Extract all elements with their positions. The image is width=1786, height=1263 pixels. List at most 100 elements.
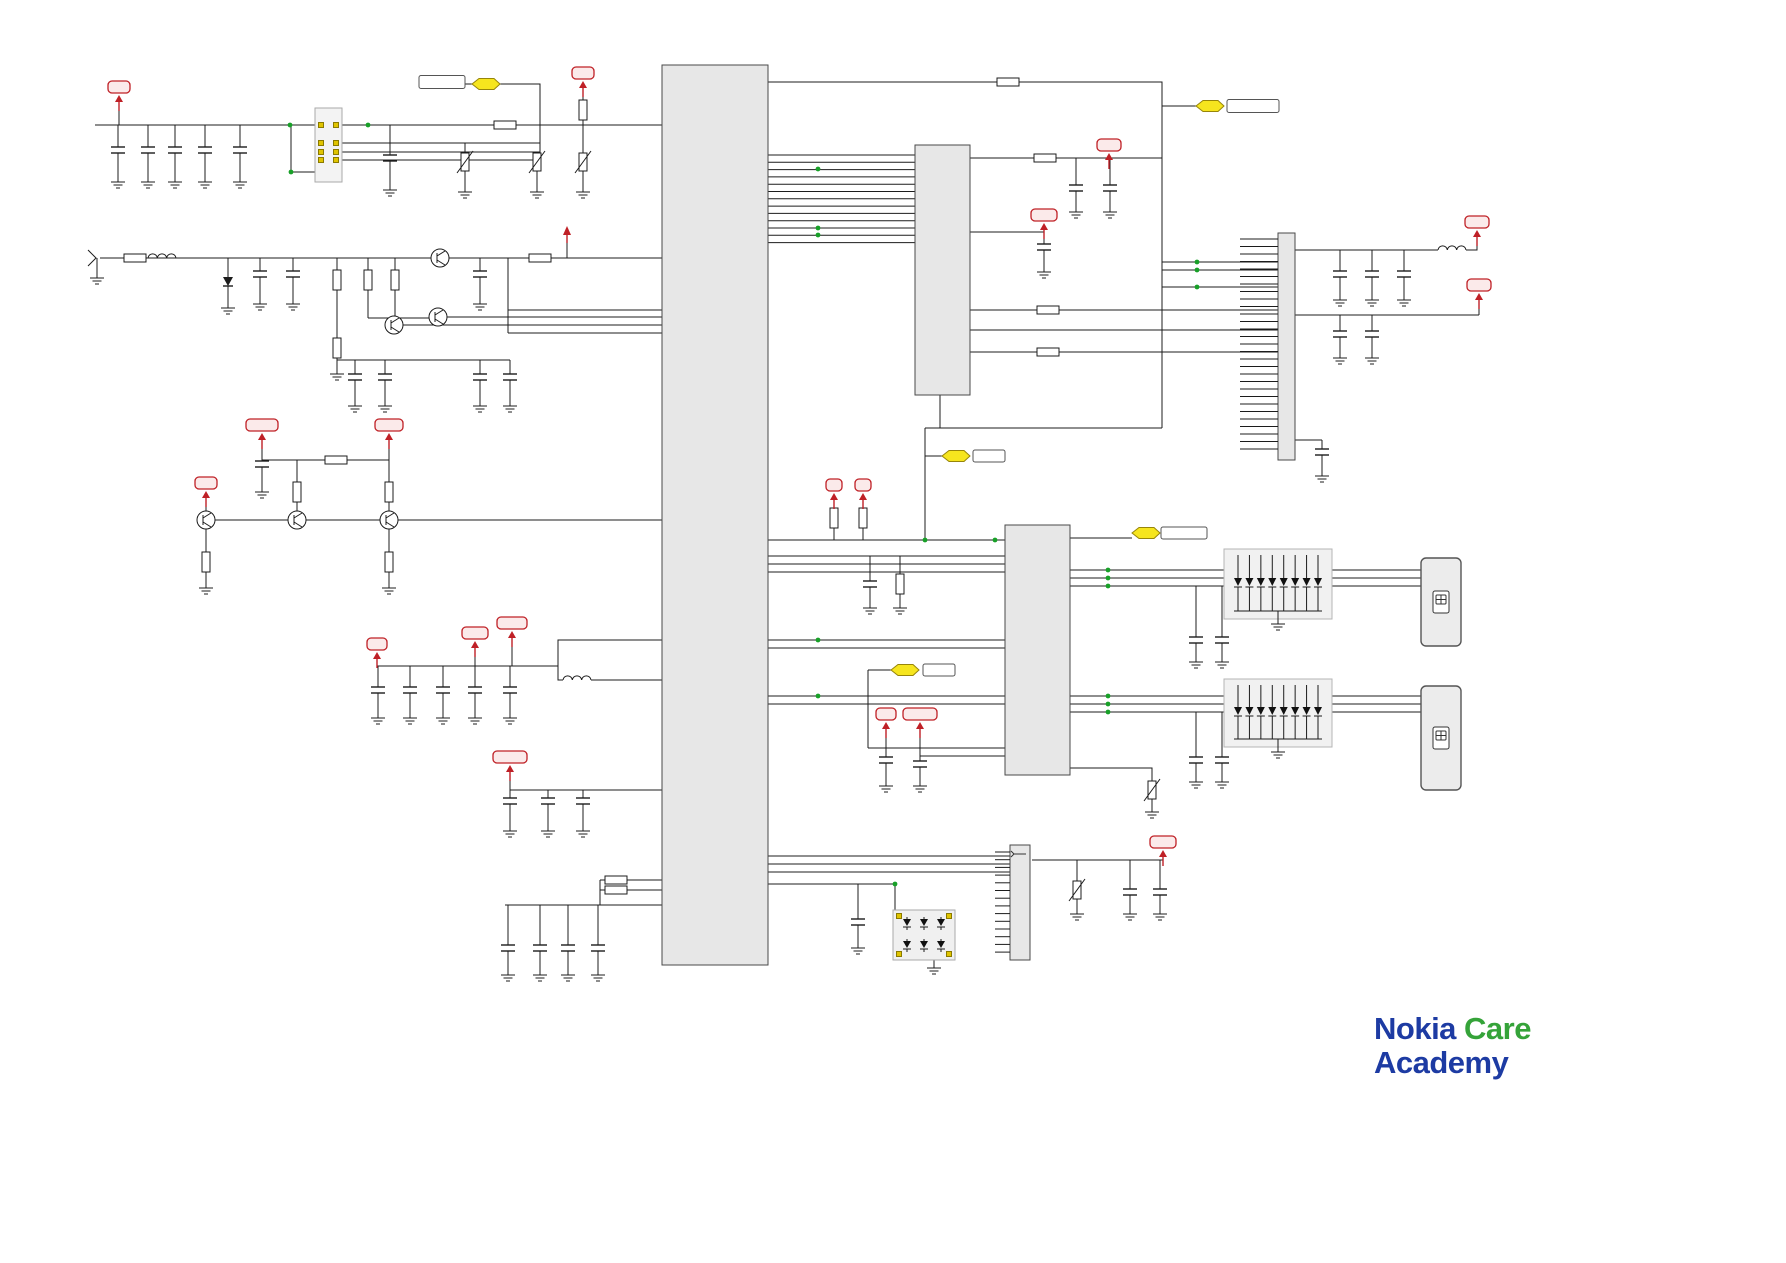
varistor xyxy=(1068,860,1086,912)
capacitor xyxy=(1123,860,1137,912)
ground-symbol xyxy=(503,712,517,725)
capacitor xyxy=(141,125,155,180)
annotations-layer xyxy=(107,66,1492,887)
ground-symbol xyxy=(863,602,877,615)
resistor xyxy=(1033,153,1057,163)
net-label-box xyxy=(1226,99,1280,113)
pin xyxy=(318,140,324,146)
test-point-label xyxy=(1096,138,1122,169)
junction-dot xyxy=(815,693,821,699)
capacitor xyxy=(1069,158,1083,210)
net-label-box xyxy=(972,449,1006,463)
blocks-layer xyxy=(314,64,1462,966)
wire xyxy=(87,249,97,267)
ground-symbol xyxy=(1365,352,1379,365)
wire xyxy=(768,883,896,910)
esd-diode-array xyxy=(1223,548,1333,623)
junction-dot xyxy=(815,166,821,172)
junction-dot xyxy=(1194,259,1200,265)
ground-symbol xyxy=(1037,266,1051,279)
capacitor xyxy=(1315,440,1329,474)
pin xyxy=(318,157,324,163)
ground-symbol xyxy=(233,176,247,189)
ground-symbol xyxy=(286,298,300,311)
net-label-box xyxy=(922,663,956,677)
junction-dot xyxy=(922,537,928,543)
resistor xyxy=(858,507,868,540)
test-point-label xyxy=(1149,835,1177,866)
ground-symbol xyxy=(851,942,865,955)
ic-main xyxy=(661,64,769,966)
test-point-label xyxy=(902,707,938,738)
wires-layer xyxy=(87,81,1480,966)
varistor xyxy=(574,125,592,190)
capacitor xyxy=(111,125,125,180)
capacitor xyxy=(1365,315,1379,356)
ground-symbol xyxy=(255,486,269,499)
ground-symbol xyxy=(473,298,487,311)
pin xyxy=(333,157,339,163)
ground-symbol xyxy=(348,400,362,413)
capacitor xyxy=(1189,712,1203,780)
resistor xyxy=(1036,347,1060,357)
test-point-label xyxy=(571,66,595,97)
resistor xyxy=(604,885,628,895)
capacitor xyxy=(1215,712,1229,780)
inductor xyxy=(1437,245,1467,251)
ground-symbol xyxy=(927,962,941,975)
test-point-label xyxy=(1466,278,1492,309)
junction-dot xyxy=(1105,701,1111,707)
junction-dot xyxy=(992,537,998,543)
ground-symbol xyxy=(436,712,450,725)
ground-symbol xyxy=(141,176,155,189)
ground-symbol xyxy=(371,712,385,725)
wire xyxy=(557,666,563,681)
junction-dot xyxy=(365,122,371,128)
junction-dot xyxy=(892,881,898,887)
junction-dot xyxy=(1194,267,1200,273)
junction-dot xyxy=(1105,709,1111,715)
ic-sim-interface xyxy=(1004,524,1071,776)
capacitor xyxy=(348,360,362,404)
capacitor xyxy=(576,790,590,829)
capacitor xyxy=(233,125,247,180)
resistor xyxy=(332,258,342,338)
capacitor xyxy=(378,360,392,404)
resistor xyxy=(829,507,839,540)
net-flag xyxy=(1195,100,1225,112)
ic-secondary xyxy=(914,144,971,396)
ground-symbol xyxy=(111,176,125,189)
capacitor xyxy=(255,447,269,490)
ground-symbol xyxy=(1069,206,1083,219)
esd-diode-array xyxy=(1223,678,1333,751)
wire xyxy=(557,639,662,666)
net-label-box xyxy=(1160,526,1208,540)
junction-dot xyxy=(815,232,821,238)
capacitor xyxy=(473,258,487,302)
resistor xyxy=(528,253,552,263)
ground-symbol xyxy=(1153,908,1167,921)
transistor xyxy=(430,248,450,268)
resistor xyxy=(578,97,588,125)
ground-symbol xyxy=(1397,294,1411,307)
transistor xyxy=(379,510,399,530)
capacitor xyxy=(253,258,267,302)
capacitor xyxy=(1365,250,1379,298)
net-label-box xyxy=(418,75,466,89)
ground-symbol xyxy=(1315,470,1329,483)
capacitor xyxy=(1103,158,1117,210)
capacitor xyxy=(473,360,487,404)
capacitor xyxy=(403,666,417,716)
ground-symbol xyxy=(1333,294,1347,307)
ground-symbol xyxy=(1365,294,1379,307)
capacitor xyxy=(879,748,893,784)
net-flag xyxy=(890,664,920,676)
ground-symbol xyxy=(1215,656,1229,669)
resistor xyxy=(201,529,211,586)
system-connector xyxy=(1009,844,1031,961)
resistor xyxy=(1036,305,1060,315)
wire xyxy=(1070,767,1153,781)
test-point-label xyxy=(194,476,218,507)
